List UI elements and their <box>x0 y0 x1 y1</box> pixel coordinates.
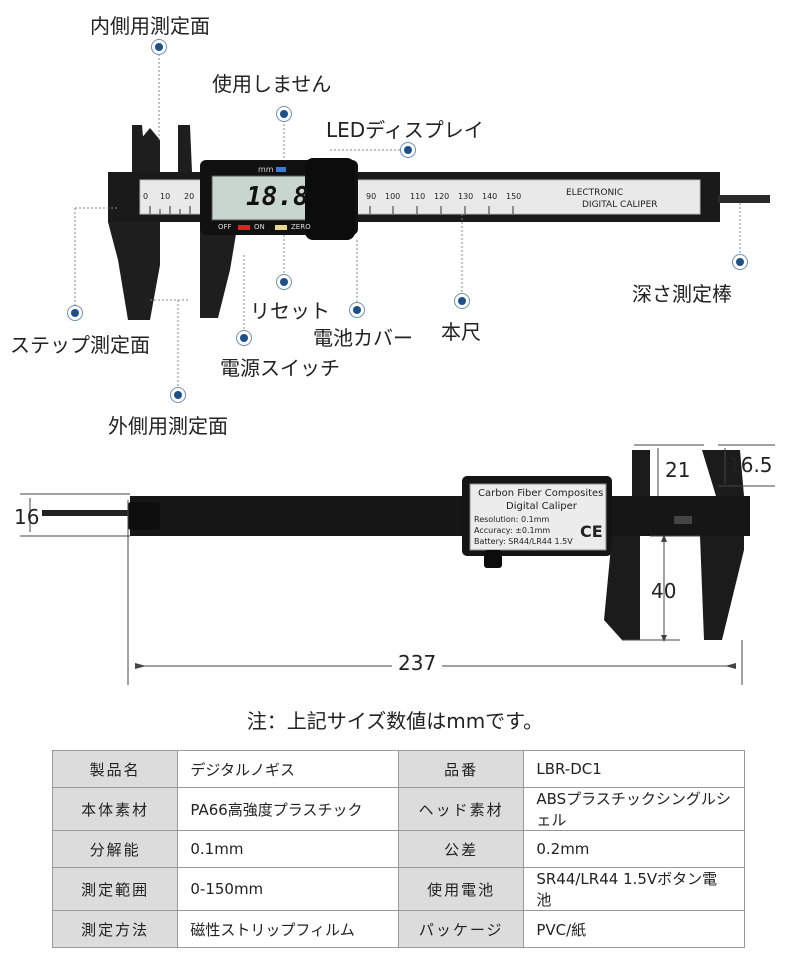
label-led-display: LEDディスプレイ <box>326 118 484 142</box>
tick-0: 0 <box>143 192 149 201</box>
unit-indicator-icon <box>276 167 286 172</box>
label-main-scale: 本尺 <box>441 320 481 344</box>
spec-value: 0-150mm <box>177 867 399 911</box>
spec-value: 0.1mm <box>177 830 399 868</box>
dot-battery-cover <box>353 306 361 314</box>
dim-jaw-tip: 16.5 <box>728 453 773 477</box>
spec-key: 公差 <box>397 830 525 868</box>
zero-button[interactable] <box>275 225 287 230</box>
caliper-front-image <box>108 125 770 320</box>
spec-key: ヘッド素材 <box>397 787 525 831</box>
tick-90: 90 <box>366 192 377 201</box>
dot-power-switch <box>240 334 248 342</box>
spec-key: 本体素材 <box>51 787 179 831</box>
spec-key: 測定範囲 <box>51 867 179 911</box>
dot-led <box>404 146 412 154</box>
spec-value: LBR-DC1 <box>523 750 745 788</box>
tick-20: 20 <box>184 192 195 201</box>
spec-value: PVC/紙 <box>523 910 745 948</box>
back-battery: Battery: SR44/LR44 1.5V <box>474 537 573 546</box>
label-step: ステップ測定面 <box>10 333 150 357</box>
spec-value: デジタルノギス <box>177 750 399 788</box>
dot-outer-jaw <box>174 391 182 399</box>
tick-150: 150 <box>506 192 522 201</box>
callout-leader-lines <box>74 50 741 395</box>
dim-length: 237 <box>392 651 443 675</box>
spec-value: PA66高強度プラスチック <box>177 787 399 831</box>
lcd-value: 18.8 <box>246 182 309 212</box>
label-reset: リセット <box>250 299 330 323</box>
depth-rod <box>718 195 770 203</box>
lcd-window <box>211 175 319 221</box>
dot-reset <box>280 278 288 286</box>
unit-label: mm <box>258 165 274 174</box>
fixed-jaw <box>108 128 160 320</box>
spec-key: 分解能 <box>51 830 179 868</box>
tick-130: 130 <box>458 192 474 201</box>
off-button[interactable] <box>238 225 250 230</box>
back-label-line-1: Carbon Fiber Composites <box>478 488 604 499</box>
moving-jaw <box>178 125 192 172</box>
back-label-line-2: Digital Caliper <box>506 501 577 512</box>
spec-key: パッケージ <box>397 910 525 948</box>
brand-line-1: ELECTRONIC <box>566 188 624 198</box>
label-battery-cover: 電池カバー <box>313 326 413 350</box>
dot-depth-rod <box>736 258 744 266</box>
back-resolution: Resolution: 0.1mm <box>474 515 550 524</box>
size-note: 注：上記サイズ数値はmmです。 <box>246 709 544 733</box>
label-depth-rod: 深さ測定棒 <box>632 282 732 306</box>
dim-outer-jaw: 40 <box>651 579 677 603</box>
spec-key: 製品名 <box>51 750 179 788</box>
dot-step <box>71 309 79 317</box>
label-unused: 使用しません <box>212 72 332 96</box>
back-accuracy: Accuracy: ±0.1mm <box>474 526 551 535</box>
spec-value: 磁性ストリップフィルム <box>177 910 399 948</box>
ce-mark: CE <box>580 522 603 541</box>
on-label: ON <box>254 223 265 231</box>
back-beam <box>130 496 750 536</box>
label-power-switch: 電源スイッチ <box>220 356 340 380</box>
label-outer-jaw: 外側用測定面 <box>108 414 228 438</box>
tick-120: 120 <box>434 192 450 201</box>
zero-label: ZERO <box>291 223 311 231</box>
dim-width: 16 <box>14 505 40 529</box>
dot-unused <box>280 110 288 118</box>
caliper-back-image <box>20 444 775 685</box>
brand-line-2: DIGITAL CALIPER <box>582 200 658 210</box>
spec-key: 使用電池 <box>397 867 525 911</box>
spec-key: 測定方法 <box>51 910 179 948</box>
tick-10: 10 <box>160 192 171 201</box>
spec-key: 品番 <box>397 750 525 788</box>
dim-inner-jaw: 21 <box>665 458 691 482</box>
spec-value: 0.2mm <box>523 830 745 868</box>
label-inner-jaw: 内側用測定面 <box>90 14 210 38</box>
spec-value: SR44/LR44 1.5Vボタン電池 <box>523 867 745 911</box>
tick-140: 140 <box>482 192 498 201</box>
tick-100: 100 <box>385 192 401 201</box>
spec-value: ABSプラスチックシングルシェル <box>523 787 745 831</box>
dot-inner-jaw <box>155 43 163 51</box>
off-label: OFF <box>218 223 232 231</box>
dot-main-scale <box>458 297 466 305</box>
tick-110: 110 <box>410 192 426 201</box>
